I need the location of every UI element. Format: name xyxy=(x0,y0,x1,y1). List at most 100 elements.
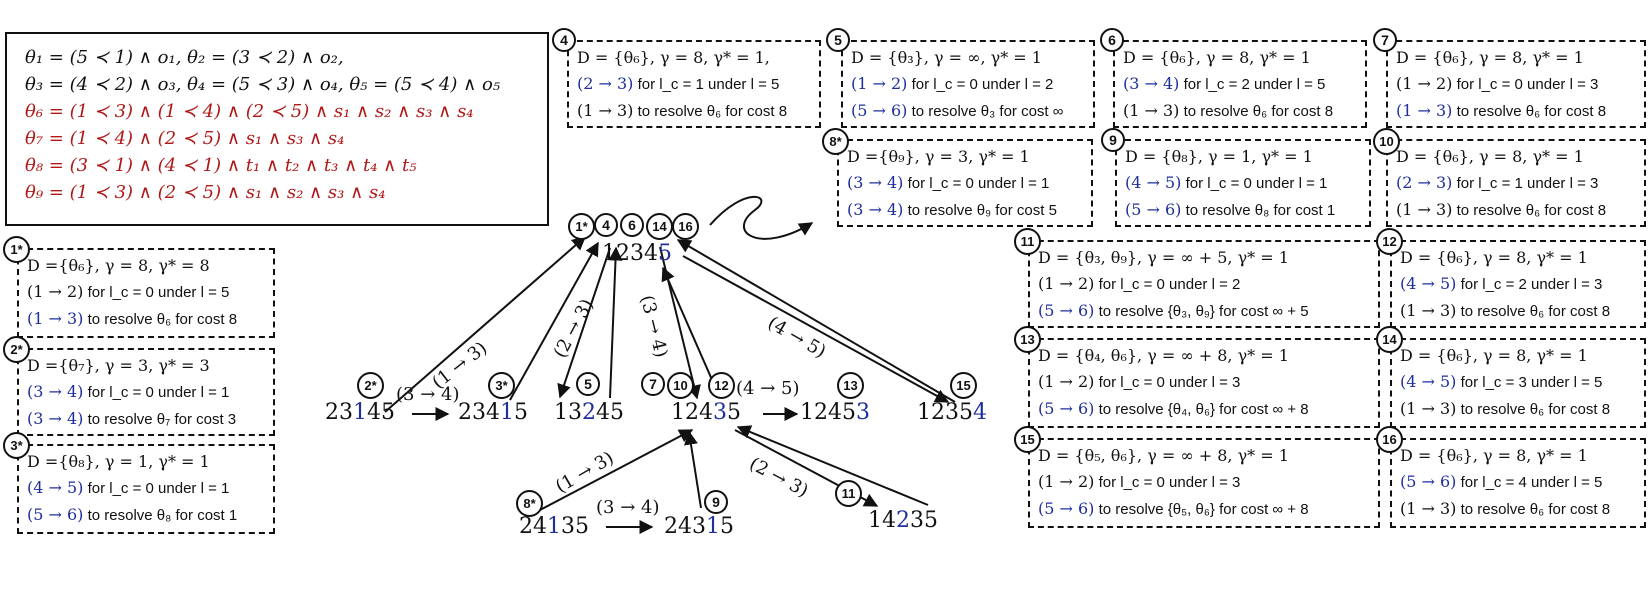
state-action-desc: for l_c = 0 under l = 1 xyxy=(83,384,230,401)
state-resolve-action: (1 → 3) xyxy=(1400,301,1457,320)
state-action: (4 → 5) xyxy=(1400,274,1457,293)
state-action: (1 → 2) xyxy=(1396,74,1453,93)
state-line-d: D = {θ₆}, γ = 8, γ* = 1 xyxy=(1400,343,1644,369)
state-action: (4 → 5) xyxy=(1125,173,1182,192)
state-box-3star: D ={θ₈}, γ = 1, γ* = 1(4 → 5) for l_c = … xyxy=(17,444,275,534)
root-badge-6: 6 xyxy=(620,213,644,237)
theta-line-4: θ₇ = (1 ≺ 4) ∧ (2 ≺ 5) ∧ s₁ ∧ s₃ ∧ s₄ xyxy=(25,128,345,149)
edge-root-23415 xyxy=(509,241,599,401)
state-d-text: D = {θ₈}, γ = 1, γ* = 1 xyxy=(1125,147,1313,166)
state-resolve-action: (5 → 6) xyxy=(27,505,84,524)
state-action: (3 → 4) xyxy=(847,173,904,192)
squiggle-arrow xyxy=(709,195,814,240)
node-badge-12: 12 xyxy=(708,372,735,399)
state-badge-5: 5 xyxy=(826,28,850,52)
state-resolve-desc: to resolve θ₆ for cost 8 xyxy=(1456,303,1611,320)
state-badge-13: 13 xyxy=(1014,326,1041,353)
node-moved-digit: 2 xyxy=(896,508,910,533)
edge-label-8: (3 → 4) xyxy=(596,497,660,518)
state-action: (1 → 2) xyxy=(851,74,908,93)
state-line-d: D ={θ₉}, γ = 3, γ* = 1 xyxy=(847,144,1091,170)
state-line-action: (2 → 3) for l_c = 1 under l = 3 xyxy=(1396,170,1644,197)
state-resolve-action: (5 → 6) xyxy=(1038,301,1095,320)
state-d-text: D = {θ₆}, γ = 8, γ* = 1 xyxy=(1396,147,1584,166)
theta-line-1: θ₁ = (5 ≺ 1) ∧ o₁, θ₂ = (3 ≺ 2) ∧ o₂, xyxy=(25,47,344,68)
root-badge-14: 14 xyxy=(646,213,673,240)
state-resolve-desc: to resolve θ₆ for cost 8 xyxy=(1456,501,1611,518)
state-resolve-desc: to resolve θ₆ for cost 8 xyxy=(1452,103,1607,120)
tree-node-23415: 23415 xyxy=(458,400,528,425)
state-box-8star: D ={θ₉}, γ = 3, γ* = 1 (3 → 4) for l_c = … xyxy=(837,139,1093,227)
state-box-16: D = {θ₆}, γ = 8, γ* = 1(5 → 6) for l_c =… xyxy=(1390,438,1646,528)
state-d-text: D = {θ₆}, γ = 8, γ* = 1, xyxy=(577,48,770,67)
state-action-desc: for l_c = 0 under l = 1 xyxy=(1181,175,1328,192)
root-label-black: 1234 xyxy=(602,241,658,266)
state-line-action: (3 → 4) for l_c = 2 under l = 5 xyxy=(1123,71,1365,98)
node-badge-15: 15 xyxy=(950,372,977,399)
edge-13245-root xyxy=(608,246,623,399)
state-line-resolve: (1 → 3) to resolve θ₆ for cost 8 xyxy=(1396,197,1644,224)
state-line-resolve: (1 → 3) to resolve θ₆ for cost 8 xyxy=(27,306,273,333)
state-box-11: D = {θ₃, θ₉}, γ = ∞ + 5, γ* = 1(1 → 2) f… xyxy=(1028,240,1380,328)
state-resolve-action: (1 → 3) xyxy=(1123,101,1180,120)
state-d-text: D = {θ₆}, γ = 8, γ* = 1 xyxy=(1396,48,1584,67)
node-moved-digit: 1 xyxy=(547,514,561,539)
state-line-action: (4 → 5) for l_c = 3 under l = 5 xyxy=(1400,369,1644,396)
state-line-action: (4 → 5) for l_c = 2 under l = 3 xyxy=(1400,271,1644,298)
edge-12435-24135 xyxy=(539,429,694,511)
state-resolve-desc: to resolve θ₆ for cost 8 xyxy=(1456,401,1611,418)
node-moved-digit: 1 xyxy=(706,514,720,539)
state-resolve-action: (1 → 3) xyxy=(577,101,634,120)
tree-node-14235: 14235 xyxy=(868,508,938,533)
state-action-desc: for l_c = 0 under l = 1 xyxy=(903,175,1050,192)
state-line-resolve: (1 → 3) to resolve θ₆ for cost 8 xyxy=(1123,98,1365,125)
state-resolve-action: (1 → 3) xyxy=(1400,399,1457,418)
state-line-action: (1 → 2) for l_c = 0 under l = 2 xyxy=(851,71,1093,98)
node-badge-3star: 3* xyxy=(488,372,515,399)
state-action-desc: for l_c = 2 under l = 3 xyxy=(1456,276,1603,293)
root-badge-4: 4 xyxy=(594,213,618,237)
state-box-7: D = {θ₆}, γ = 8, γ* = 1(1 → 2) for l_c =… xyxy=(1386,40,1646,128)
state-line-d: D = {θ₄, θ₆}, γ = ∞ + 8, γ* = 1 xyxy=(1038,343,1378,369)
state-box-2star: D ={θ₇}, γ = 3, γ* = 3(3 → 4) for l_c = … xyxy=(17,348,275,436)
tree-node-12453: 12453 xyxy=(800,400,870,425)
node-text: 45 xyxy=(367,400,395,425)
state-line-d: D = {θ₆}, γ = 8, γ* = 1, xyxy=(577,45,819,71)
edge-14235-12435 xyxy=(736,425,929,506)
state-d-text: D = {θ₆}, γ = 8, γ* = 1 xyxy=(1400,248,1588,267)
state-line-action: (3 → 4) for l_c = 0 under l = 1 xyxy=(27,379,273,406)
state-box-4: D = {θ₆}, γ = 8, γ* = 1,(2 → 3) for l_c … xyxy=(567,40,821,128)
node-text: 45 xyxy=(596,400,624,425)
state-action: (3 → 4) xyxy=(27,382,84,401)
state-resolve-desc: to resolve θ₆ for cost 8 xyxy=(633,103,788,120)
state-box-5: D = {θ₃}, γ = ∞, γ* = 1 (1 → 2) for l_c =… xyxy=(841,40,1095,128)
state-d-text: D = {θ₆}, γ = 8, γ* = 1 xyxy=(1123,48,1311,67)
state-resolve-action: (3 → 4) xyxy=(27,409,84,428)
node-moved-digit: 1 xyxy=(500,400,514,425)
node-text: 13 xyxy=(554,400,582,425)
node-text: 1235 xyxy=(917,400,973,425)
state-d-text: D = {θ₃}, γ = ∞, γ* = 1 xyxy=(851,48,1042,67)
state-resolve-action: (1 → 3) xyxy=(1396,200,1453,219)
state-box-10: D = {θ₆}, γ = 8, γ* = 1 (2 → 3) for l_c =… xyxy=(1386,139,1646,227)
state-line-d: D = {θ₈}, γ = 1, γ* = 1 xyxy=(1125,144,1369,170)
state-resolve-desc: to resolve {θ₅, θ₆} for cost ∞ + 8 xyxy=(1094,501,1309,518)
state-badge-7: 7 xyxy=(1373,28,1397,52)
state-badge-12: 12 xyxy=(1376,228,1403,255)
node-moved-digit: 2 xyxy=(582,400,596,425)
state-line-resolve: (1 → 3) to resolve θ₆ for cost 8 xyxy=(1396,98,1644,125)
node-text: 23 xyxy=(325,400,353,425)
state-badge-3star: 3* xyxy=(3,432,30,459)
node-text: 124 xyxy=(671,400,713,425)
state-line-d: D = {θ₃, θ₉}, γ = ∞ + 5, γ* = 1 xyxy=(1038,245,1378,271)
state-resolve-desc: to resolve θ₆ for cost 8 xyxy=(1452,202,1607,219)
state-line-resolve: (5 → 6) to resolve {θ₃, θ₉} for cost ∞ +… xyxy=(1038,298,1378,325)
node-text: 234 xyxy=(458,400,500,425)
theta-line-2: θ₃ = (4 ≺ 2) ∧ o₃, θ₄ = (5 ≺ 3) ∧ o₄, θ₅… xyxy=(25,74,501,95)
state-action: (2 → 3) xyxy=(1396,173,1453,192)
state-line-resolve: (3 → 4) to resolve θ₉ for cost 5 xyxy=(847,197,1091,224)
state-resolve-desc: to resolve θ₈ for cost 1 xyxy=(1181,202,1336,219)
state-action: (1 → 2) xyxy=(1038,274,1095,293)
state-line-action: (4 → 5) for l_c = 0 under l = 1 xyxy=(1125,170,1369,197)
